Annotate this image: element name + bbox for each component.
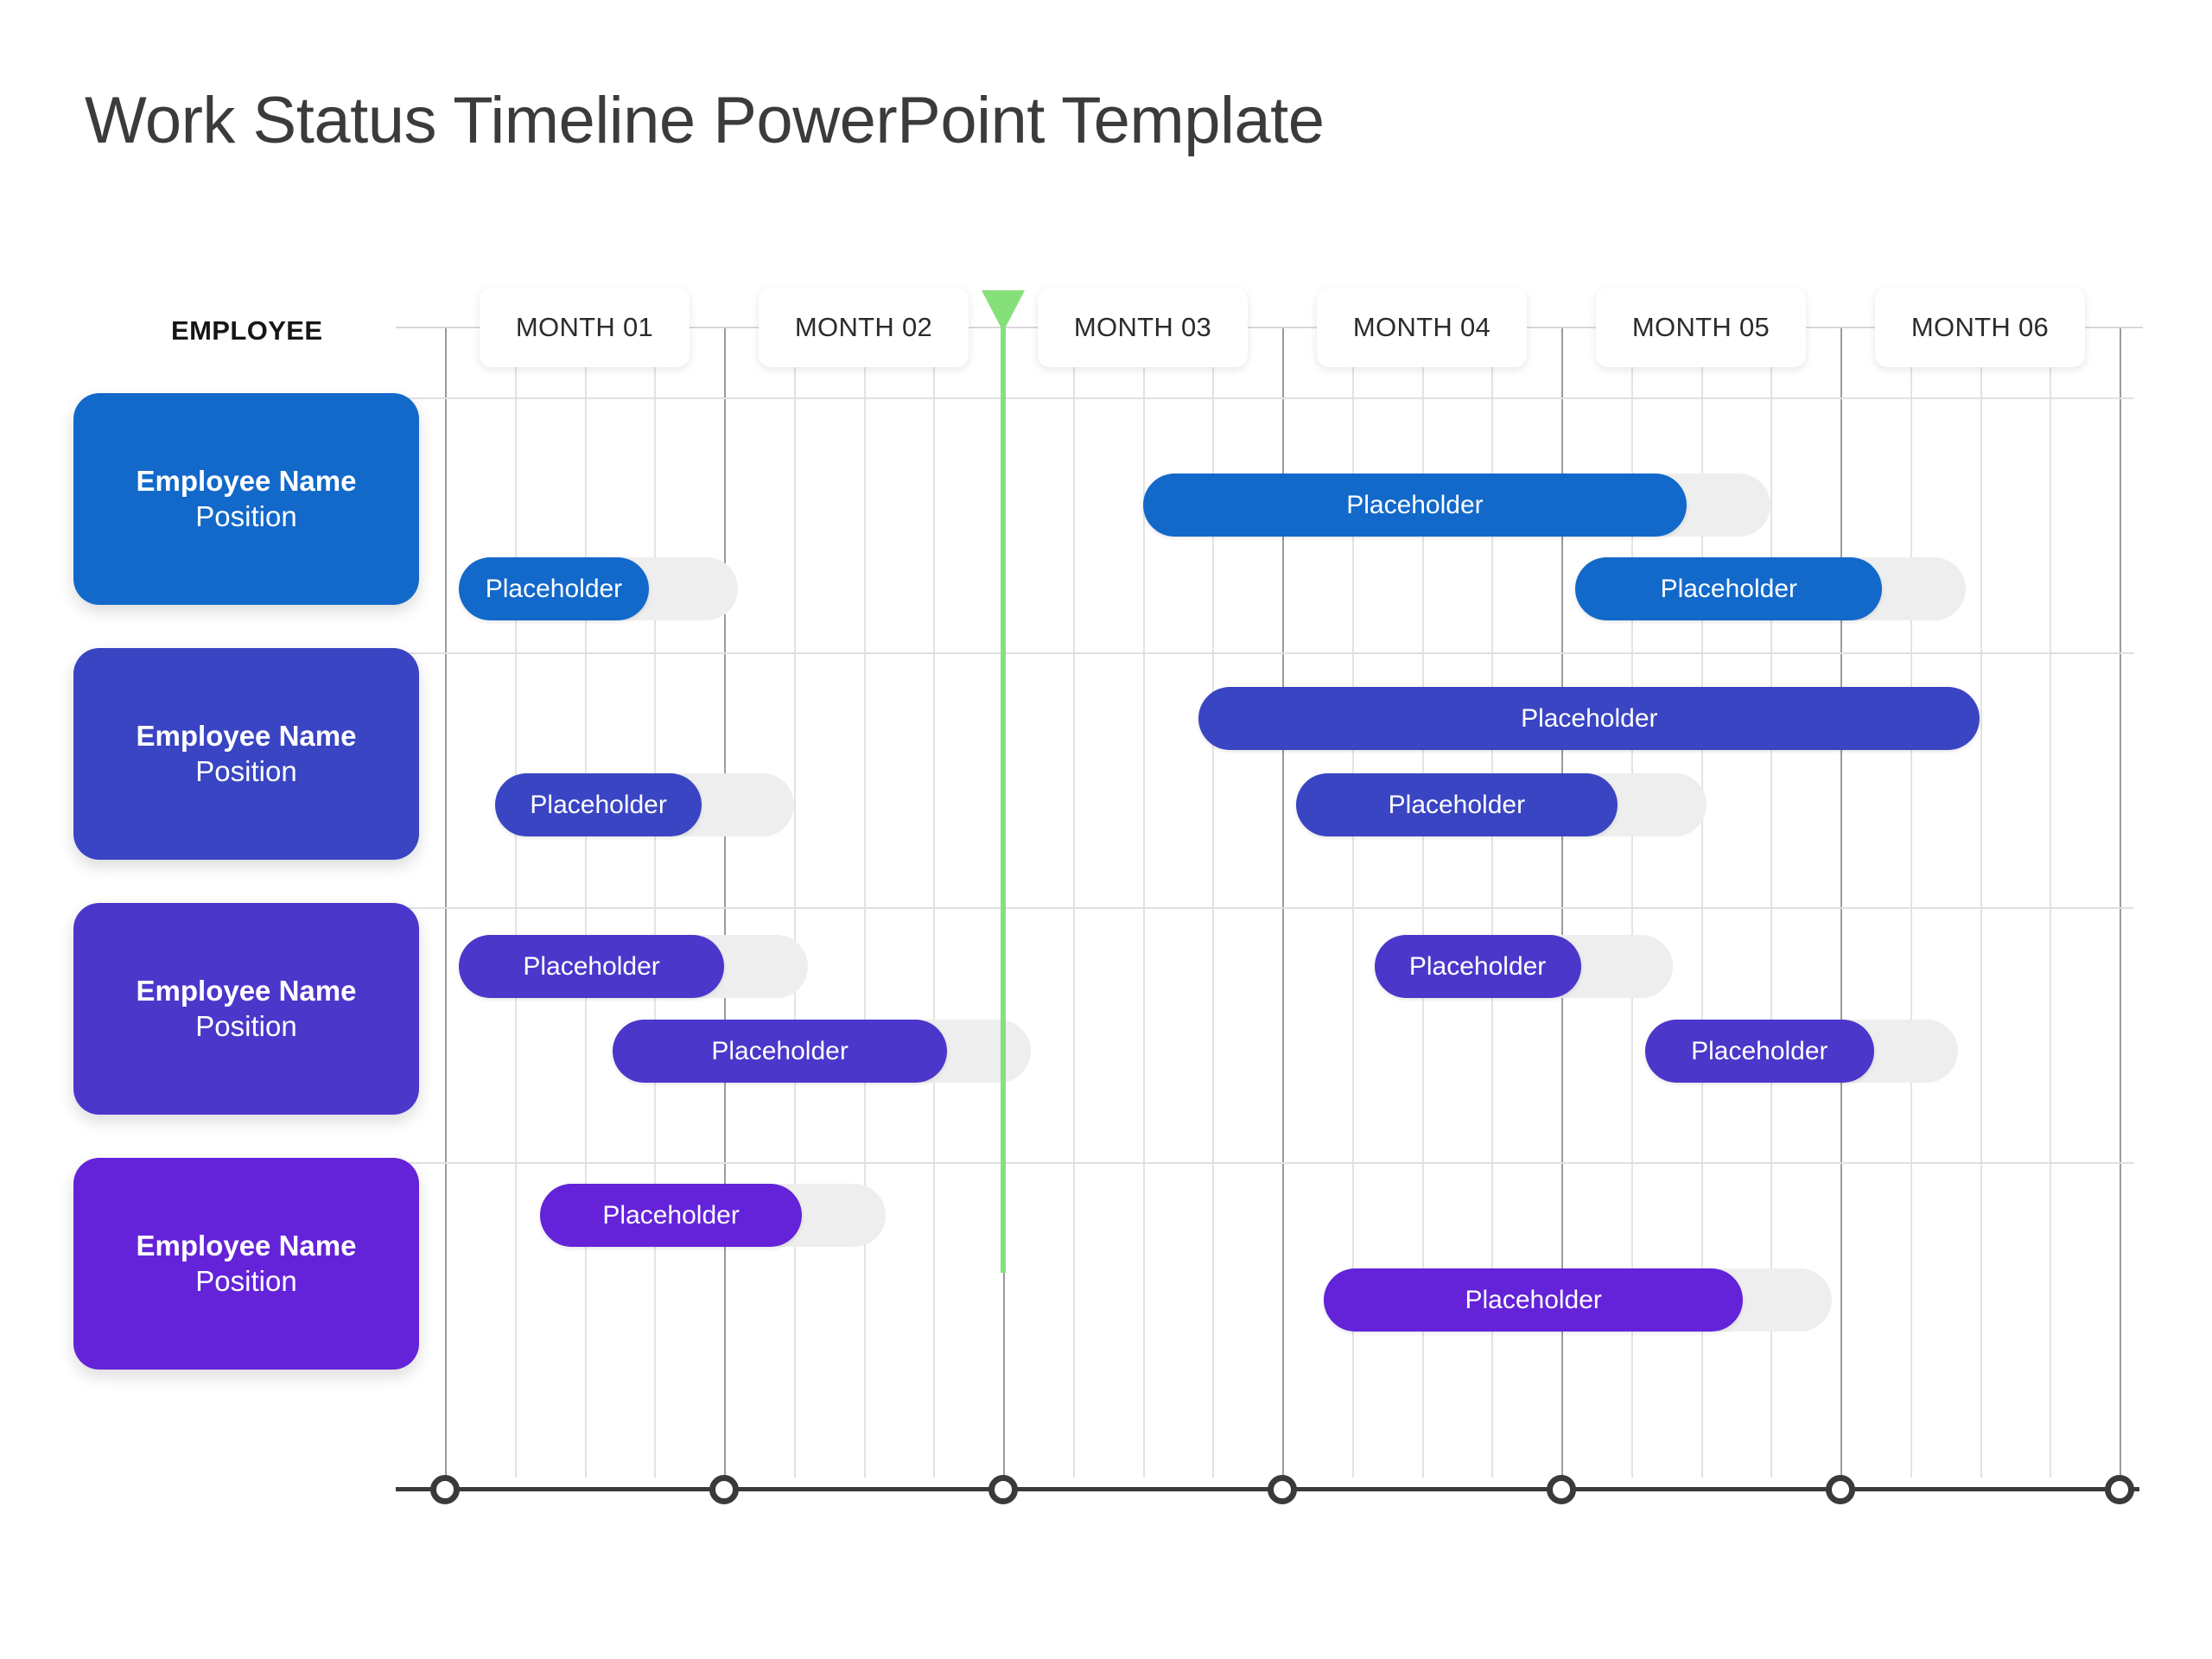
task-bar[interactable]: Placeholder — [459, 557, 649, 620]
task-bar-label: Placeholder — [1521, 703, 1658, 733]
axis-tick-dot — [2105, 1475, 2134, 1504]
task-bar[interactable]: Placeholder — [1198, 687, 1980, 750]
task-bar[interactable]: Placeholder — [1296, 773, 1618, 836]
gridline-week — [2050, 328, 2052, 1478]
gridline-week — [1142, 328, 1145, 1478]
axis-tick-dot — [988, 1475, 1018, 1504]
gridline-week — [863, 328, 866, 1478]
axis-tick-dot — [1826, 1475, 1855, 1504]
task-bar[interactable]: Placeholder — [1575, 557, 1883, 620]
gridline-month — [445, 328, 447, 1478]
gridline-month — [2120, 328, 2121, 1478]
task-bar[interactable]: Placeholder — [539, 1184, 803, 1247]
employee-name: Employee Name — [136, 1230, 357, 1262]
gridline-month — [724, 328, 726, 1478]
gridline-week — [1072, 328, 1075, 1478]
employee-position: Position — [195, 499, 297, 532]
employee-name: Employee Name — [136, 975, 357, 1007]
month-header-4[interactable]: MONTH 04 — [1317, 288, 1527, 367]
task-bar-label: Placeholder — [523, 951, 660, 981]
month-header-label: MONTH 05 — [1631, 312, 1770, 342]
employee-position: Position — [195, 1009, 297, 1042]
gridline-week — [1421, 328, 1424, 1478]
month-header-label: MONTH 02 — [794, 312, 933, 342]
timeline-plot-area — [406, 328, 2134, 1478]
gridline-week — [1980, 328, 1982, 1478]
gridline-week — [933, 328, 936, 1478]
month-header-3[interactable]: MONTH 03 — [1038, 288, 1248, 367]
employee-position: Position — [195, 1264, 297, 1297]
employee-name: Employee Name — [136, 720, 357, 753]
row-separator — [406, 907, 2134, 909]
month-header-5[interactable]: MONTH 05 — [1596, 288, 1806, 367]
page-title: Work Status Timeline PowerPoint Template — [85, 84, 1325, 157]
month-header-6[interactable]: MONTH 06 — [1875, 288, 2085, 367]
axis-tick-dot — [430, 1475, 460, 1504]
task-bar-label: Placeholder — [1691, 1036, 1828, 1065]
today-marker-arrow-icon — [982, 290, 1025, 332]
axis-tick-dot — [1547, 1475, 1576, 1504]
task-bar-label: Placeholder — [1465, 1285, 1602, 1314]
month-header-label: MONTH 04 — [1352, 312, 1491, 342]
gridline-week — [1212, 328, 1215, 1478]
gridline-week — [1910, 328, 1912, 1478]
header-rule — [396, 327, 2143, 328]
row-separator — [406, 1162, 2134, 1164]
today-marker-line — [1001, 298, 1006, 1273]
gridline-week — [793, 328, 796, 1478]
task-bar-label: Placeholder — [1660, 574, 1797, 603]
task-bar[interactable]: Placeholder — [495, 773, 702, 836]
month-header-1[interactable]: MONTH 01 — [480, 288, 690, 367]
task-bar-label: Placeholder — [1408, 951, 1547, 981]
task-bar-label: Placeholder — [1388, 790, 1526, 819]
gridline-week — [1630, 328, 1633, 1478]
task-bar-label: Placeholder — [1346, 490, 1484, 519]
gridline-week — [1491, 328, 1494, 1478]
employee-column-header: EMPLOYEE — [171, 315, 323, 346]
task-bar[interactable]: Placeholder — [1374, 935, 1581, 998]
axis-tick-dot — [1268, 1475, 1297, 1504]
task-bar-label: Placeholder — [602, 1200, 740, 1230]
gridline-week — [1770, 328, 1773, 1478]
gridline-week — [1700, 328, 1703, 1478]
gridline-month — [1840, 328, 1842, 1478]
gridline-week — [584, 328, 587, 1478]
employee-position: Position — [195, 754, 297, 787]
task-bar[interactable]: Placeholder — [1644, 1020, 1874, 1083]
gridline-month — [1282, 328, 1284, 1478]
task-bar[interactable]: Placeholder — [459, 935, 724, 998]
month-header-label: MONTH 01 — [515, 312, 654, 342]
month-header-2[interactable]: MONTH 02 — [759, 288, 969, 367]
task-bar[interactable]: Placeholder — [1324, 1268, 1743, 1332]
employee-name: Employee Name — [136, 465, 357, 498]
row-separator — [406, 397, 2134, 399]
gridline-week — [654, 328, 657, 1478]
gridline-month — [1561, 328, 1563, 1478]
axis-tick-dot — [709, 1475, 739, 1504]
task-bar[interactable]: Placeholder — [1142, 474, 1688, 537]
task-bar-label: Placeholder — [530, 790, 667, 819]
month-header-label: MONTH 03 — [1073, 312, 1212, 342]
row-separator — [406, 652, 2134, 654]
gridline-week — [514, 328, 517, 1478]
gridline-week — [1351, 328, 1354, 1478]
task-bar-label: Placeholder — [485, 574, 623, 603]
task-bar[interactable]: Placeholder — [612, 1020, 948, 1083]
month-header-label: MONTH 06 — [1910, 312, 2050, 342]
task-bar-label: Placeholder — [711, 1036, 849, 1065]
